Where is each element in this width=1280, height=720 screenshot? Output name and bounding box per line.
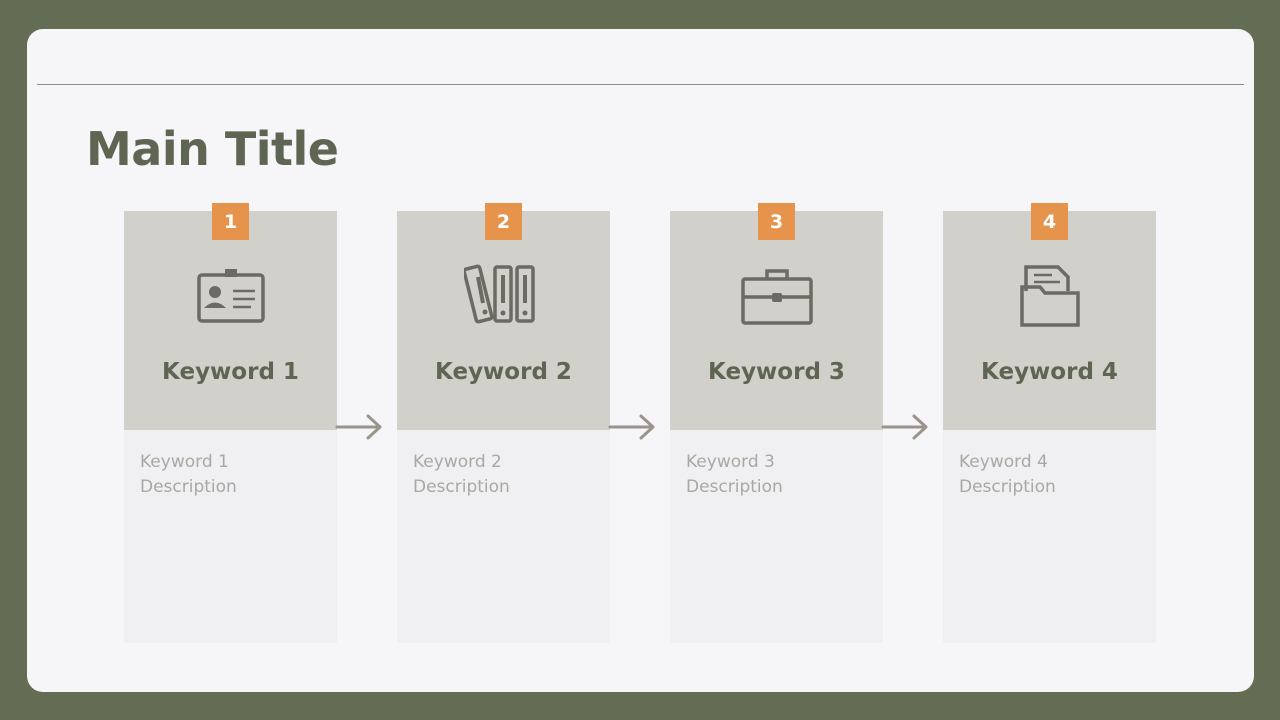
keyword-label: Keyword 2 bbox=[435, 359, 572, 385]
description-line-2: Description bbox=[140, 477, 237, 497]
step-card-2: Keyword 2 2 Keyword 2 Description bbox=[397, 203, 610, 643]
main-title: Main Title bbox=[86, 122, 339, 176]
card-header: Keyword 2 bbox=[397, 211, 610, 430]
description-line-2: Description bbox=[959, 477, 1056, 497]
step-number-badge: 4 bbox=[1031, 203, 1068, 240]
card-description-area: Keyword 1 Description bbox=[124, 430, 337, 643]
description-line-1: Keyword 4 bbox=[959, 452, 1048, 472]
keyword-label: Keyword 1 bbox=[162, 359, 299, 385]
description-line-1: Keyword 1 bbox=[140, 452, 229, 472]
card-description-area: Keyword 4 Description bbox=[943, 430, 1156, 643]
step-card-4: Keyword 4 4 Keyword 4 Description bbox=[943, 203, 1156, 643]
keyword-description: Keyword 1 Description bbox=[140, 450, 320, 500]
description-line-2: Description bbox=[686, 477, 783, 497]
keyword-description: Keyword 4 Description bbox=[959, 450, 1139, 500]
step-number-badge: 3 bbox=[758, 203, 795, 240]
arrow-right-icon bbox=[335, 412, 385, 442]
card-description-area: Keyword 2 Description bbox=[397, 430, 610, 643]
slide: Main Title Keyword 1 1 Keyword 1 Des bbox=[27, 29, 1254, 692]
folder-document-icon bbox=[1010, 261, 1090, 333]
card-description-area: Keyword 3 Description bbox=[670, 430, 883, 643]
step-card-3: Keyword 3 3 Keyword 3 Description bbox=[670, 203, 883, 643]
step-card-1: Keyword 1 1 Keyword 1 Description bbox=[124, 203, 337, 643]
keyword-description: Keyword 2 Description bbox=[413, 450, 593, 500]
card-header: Keyword 4 bbox=[943, 211, 1156, 430]
keyword-label: Keyword 4 bbox=[981, 359, 1118, 385]
description-line-1: Keyword 3 bbox=[686, 452, 775, 472]
arrow-right-icon bbox=[608, 412, 658, 442]
step-number-badge: 2 bbox=[485, 203, 522, 240]
description-line-1: Keyword 2 bbox=[413, 452, 502, 472]
briefcase-icon bbox=[737, 261, 817, 333]
description-line-2: Description bbox=[413, 477, 510, 497]
keyword-label: Keyword 3 bbox=[708, 359, 845, 385]
header-divider bbox=[37, 84, 1244, 85]
id-card-icon bbox=[191, 261, 271, 333]
card-header: Keyword 1 bbox=[124, 211, 337, 430]
arrow-right-icon bbox=[881, 412, 931, 442]
card-header: Keyword 3 bbox=[670, 211, 883, 430]
binders-icon bbox=[464, 261, 544, 333]
step-number-badge: 1 bbox=[212, 203, 249, 240]
keyword-description: Keyword 3 Description bbox=[686, 450, 866, 500]
